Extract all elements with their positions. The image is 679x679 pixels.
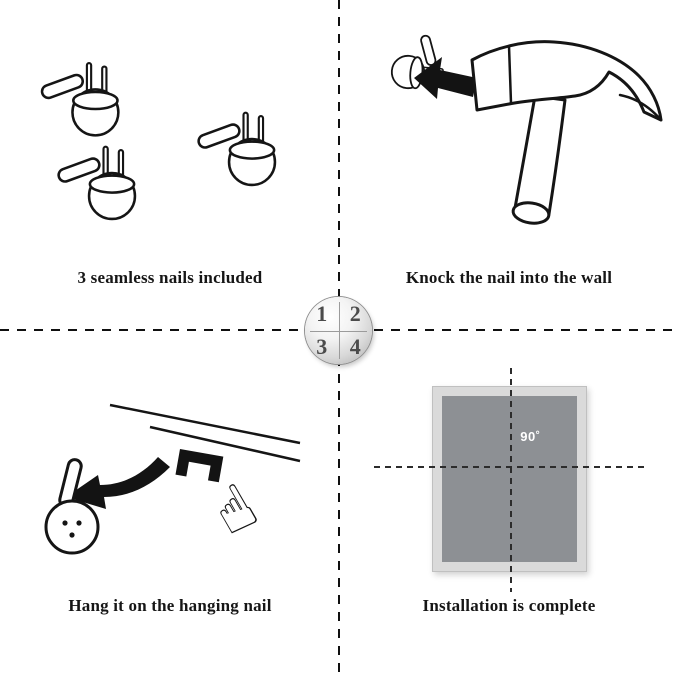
nails-included-illustration	[38, 61, 277, 221]
step-2-caption: Knock the nail into the wall	[405, 268, 613, 287]
ceiling-edge-line	[109, 403, 301, 445]
badge-divider-horizontal	[309, 330, 368, 332]
hammer-nail-illustration	[389, 30, 663, 225]
step-1-caption: 3 seamless nails included	[77, 268, 263, 287]
hook-nail-front-icon	[44, 456, 100, 555]
picture-frame-mat: 90˚	[442, 396, 577, 562]
hook-nail-icon	[195, 111, 277, 187]
angle-label: 90˚	[520, 429, 541, 445]
arrow-left-icon	[414, 57, 477, 99]
badge-number-1: 1	[316, 300, 328, 326]
hammer-icon	[470, 40, 663, 225]
picture-frame: 90˚	[432, 386, 587, 572]
hang-on-nail-illustration	[44, 403, 301, 555]
hanging-bracket-icon	[175, 449, 224, 483]
badge-number-2: 2	[349, 300, 361, 326]
step-order-grid: 1 2 3 4	[305, 297, 372, 364]
badge-number-4: 4	[349, 334, 361, 360]
curved-arrow-icon	[66, 457, 170, 509]
step-order-badge: 1 2 3 4	[305, 297, 372, 364]
badge-number-3: 3	[316, 334, 328, 360]
hook-nail-icon	[38, 61, 120, 137]
ceiling-edge-line	[149, 425, 301, 463]
alignment-guide-vertical	[510, 368, 512, 592]
step-3-caption: Hang it on the hanging nail	[68, 596, 272, 615]
hook-nail-icon	[55, 145, 137, 221]
step-4-caption: Installation is complete	[422, 596, 596, 615]
